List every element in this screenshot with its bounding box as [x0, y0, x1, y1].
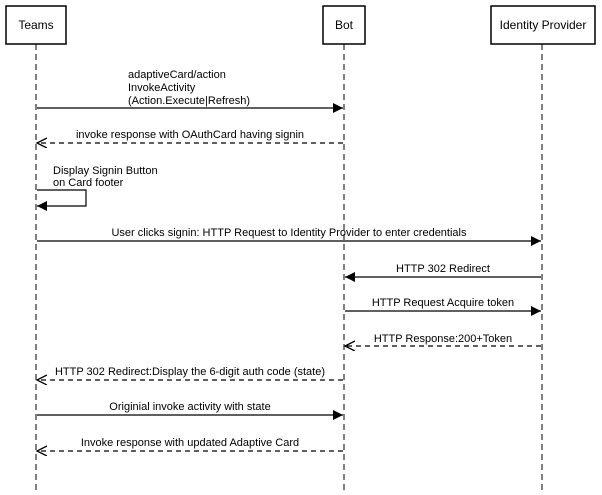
message-updated-card: Invoke response with updated Adaptive Ca… — [37, 437, 343, 451]
message-label-line: (Action.Execute|Refresh) — [128, 95, 250, 107]
message-label-line: Invoke response with updated Adaptive Ca… — [81, 437, 299, 449]
message-token-response: HTTP Response:200+Token — [345, 333, 541, 346]
message-label-line: HTTP 302 Redirect:Display the 6-digit au… — [55, 366, 325, 378]
self-message-arrow — [37, 189, 87, 211]
participant-bot-label: Bot — [335, 18, 354, 32]
message-label-line: HTTP 302 Redirect — [396, 263, 490, 275]
message-label-line: Originial invoke activity with state — [109, 401, 270, 413]
message-invoke-with-state: Originial invoke activity with state — [37, 401, 343, 420]
message-label-line: HTTP Response:200+Token — [374, 333, 512, 345]
message-label-line: User clicks signin: HTTP Request to Iden… — [111, 227, 467, 239]
message-label-line: invoke response with OAuthCard having si… — [76, 129, 304, 141]
message-user-clicks-signin: User clicks signin: HTTP Request to Iden… — [37, 227, 541, 246]
message-label-line: InvokeActivity — [128, 82, 196, 94]
participant-identity-provider: Identity Provider — [490, 5, 596, 45]
participant-bot: Bot — [322, 5, 366, 45]
participant-teams-label: Teams — [18, 18, 53, 32]
message-label-line: adaptiveCard/action — [128, 69, 226, 81]
message-302-redirect: HTTP 302 Redirect — [345, 263, 541, 282]
message-invoke-activity: adaptiveCard/action InvokeActivity (Acti… — [37, 69, 343, 113]
message-display-auth-code: HTTP 302 Redirect:Display the 6-digit au… — [37, 366, 343, 380]
participant-teams: Teams — [5, 5, 67, 45]
message-acquire-token: HTTP Request Acquire token — [345, 297, 541, 316]
message-oauthcard-response: invoke response with OAuthCard having si… — [37, 129, 343, 143]
participant-identity-provider-label: Identity Provider — [500, 18, 587, 32]
message-label-line: on Card footer — [53, 177, 124, 189]
message-label-line: HTTP Request Acquire token — [372, 297, 514, 309]
message-label-line: Display Signin Button — [53, 165, 158, 177]
message-display-signin: Display Signin Button on Card footer — [37, 165, 158, 211]
